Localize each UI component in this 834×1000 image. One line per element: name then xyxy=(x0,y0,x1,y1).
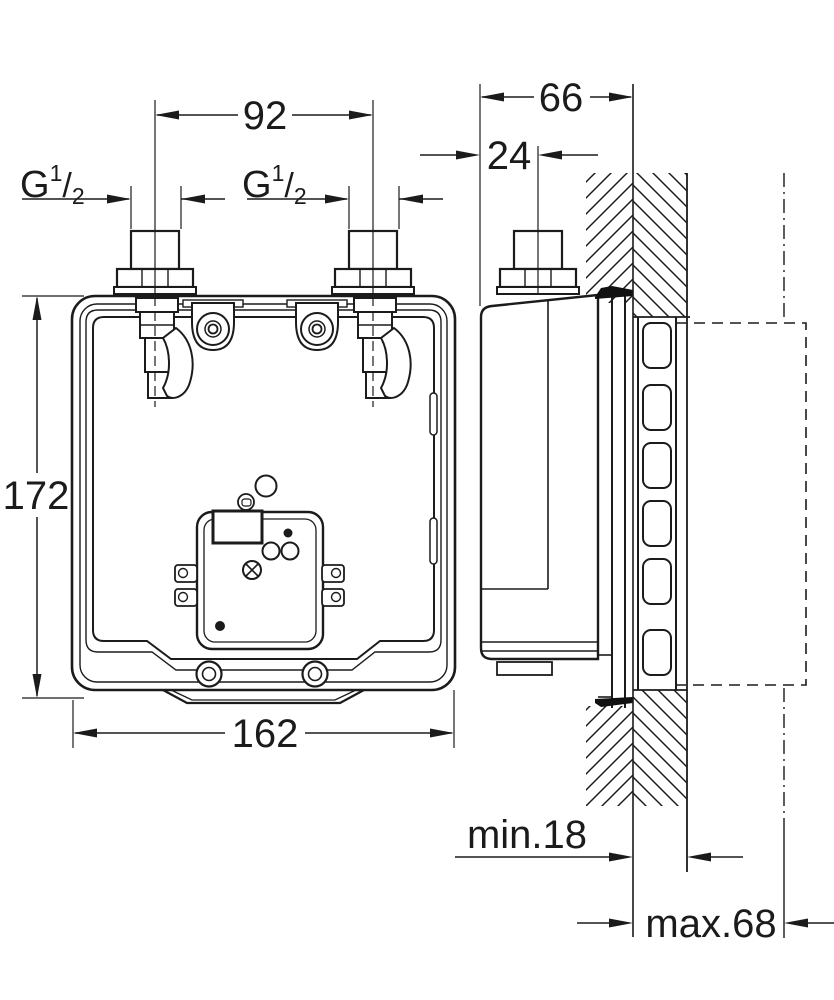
dim-172-label: 172 xyxy=(3,474,70,518)
dim-body-height: 172 xyxy=(3,296,70,698)
dim-stud-offset: 24 xyxy=(420,134,598,178)
front-view xyxy=(70,229,457,705)
side-front-plate xyxy=(598,289,626,708)
inner-slot-upper xyxy=(429,392,438,436)
dim-min18-label: min.18 xyxy=(467,813,587,857)
module-latch-right xyxy=(321,564,345,607)
indicator-circle xyxy=(254,474,278,498)
control-module xyxy=(195,509,325,651)
dim-92-label: 92 xyxy=(243,94,288,138)
side-view xyxy=(479,229,677,708)
dim-wall-min: min.18 xyxy=(455,813,743,862)
wall-hatch-bottom xyxy=(586,689,687,806)
dim-24-label: 24 xyxy=(487,134,532,178)
mounting-ear-left xyxy=(182,299,244,352)
mounting-rail xyxy=(637,317,677,690)
mounting-ear-right xyxy=(286,299,348,352)
dim-stud-spacing: 92 xyxy=(155,94,373,138)
retaining-clip-bottom xyxy=(595,697,633,707)
dim-max68-label: max.68 xyxy=(645,902,776,946)
retaining-clip-top xyxy=(595,286,633,299)
dim-66-label: 66 xyxy=(539,76,584,120)
screw-boss-left xyxy=(195,660,223,688)
dim-thread-left: G1/2 xyxy=(20,160,225,209)
module-latch-left xyxy=(174,564,198,607)
thread-label-right: G1/2 xyxy=(242,160,307,209)
inlet-fitting-right xyxy=(353,297,412,399)
thread-label-left: G1/2 xyxy=(20,160,85,209)
wall-hatch-top xyxy=(586,173,690,318)
dim-thread-right: G1/2 xyxy=(242,160,443,209)
inlet-fitting-left xyxy=(135,297,194,399)
dim-wall-max: max.68 xyxy=(577,902,834,946)
stud-centerlines xyxy=(154,100,539,407)
dim-162-label: 162 xyxy=(232,712,299,756)
inner-slot-lower xyxy=(429,517,438,565)
dim-body-width: 162 xyxy=(73,712,454,756)
phantom-trim-outline xyxy=(676,322,807,686)
dim-depth: 66 xyxy=(480,76,633,120)
indicator-port xyxy=(237,493,255,511)
screw-boss-right xyxy=(301,660,329,688)
dimension-extension-lines xyxy=(22,84,634,937)
side-body xyxy=(479,293,600,676)
